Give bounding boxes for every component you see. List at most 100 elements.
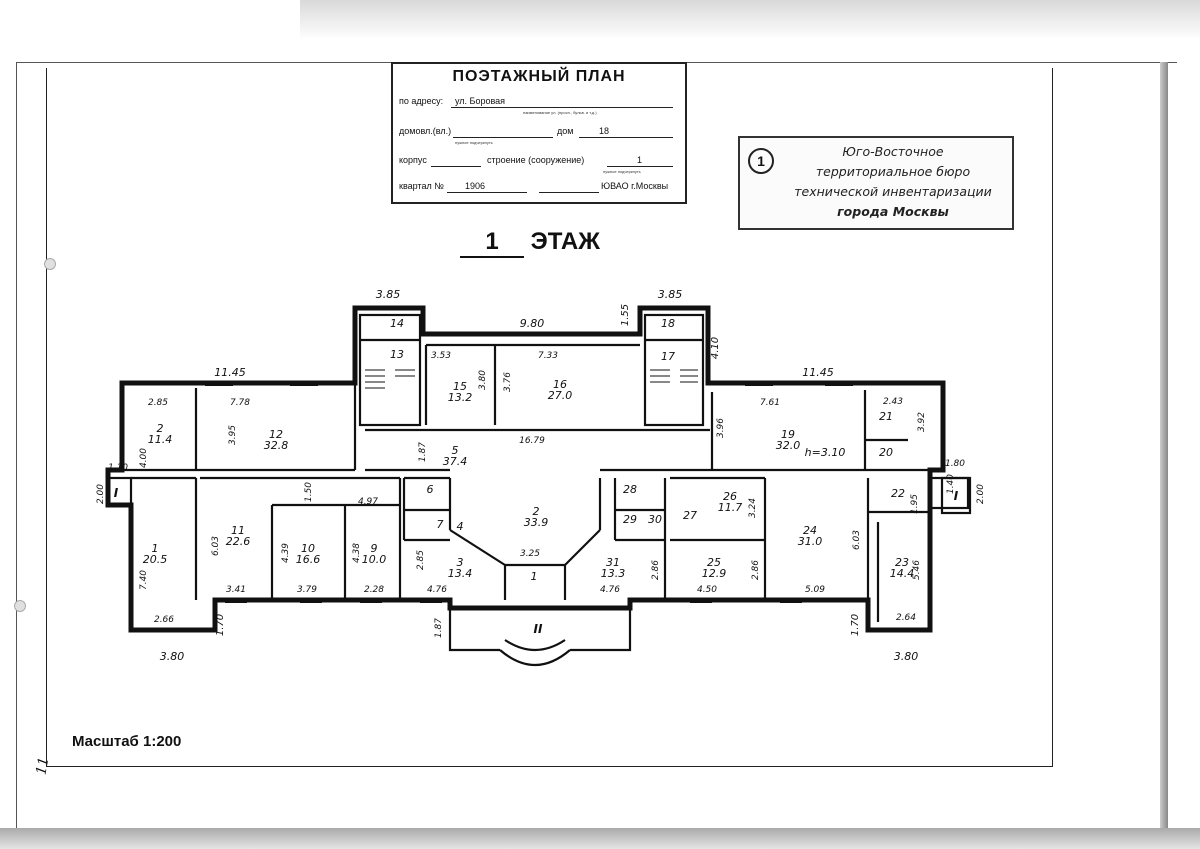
punch-hole (44, 258, 56, 270)
room-dimension: 16.79 (519, 436, 545, 446)
room-dimension: 4.38 (352, 543, 362, 563)
room-number: 20 (879, 446, 893, 459)
room-number: 11 (231, 524, 245, 537)
room-dimension: 5.09 (805, 585, 825, 595)
dim-left-porch-depth: 2.00 (96, 484, 106, 504)
stamp-number: 1 (748, 148, 774, 174)
dim-right-stair: 3.85 (658, 288, 683, 301)
room-dimension: 2.64 (896, 613, 916, 623)
room-area: 33.9 (524, 516, 549, 529)
district-value: ЮВАО г.Москвы (601, 181, 669, 191)
room-number: 28 (623, 483, 637, 496)
room-number: 3 (457, 556, 464, 569)
house-label: домовл.(вл.) (399, 126, 452, 136)
quarter-underline (447, 192, 527, 193)
room-number: 14 (390, 317, 404, 330)
stamp-line-3: технической инвентаризации (794, 184, 992, 199)
room-number: 22 (891, 487, 905, 500)
floor-number: 1 (460, 228, 524, 258)
room-number: 6 (427, 483, 434, 496)
room-area: 16.6 (296, 553, 321, 566)
address-label: по адресу: (399, 96, 444, 106)
room-dimension: 2.28 (364, 585, 384, 595)
room-area: 10.0 (362, 553, 387, 566)
sheet-bottom-edge (0, 828, 1200, 849)
room-area: 14.4 (890, 567, 915, 580)
room-dimension: 3.80 (478, 370, 488, 390)
dim-right-wing: 11.45 (802, 366, 834, 379)
room-dimension: 6.03 (852, 530, 862, 550)
room-number: 26 (723, 490, 737, 503)
room-number: 31 (606, 556, 620, 569)
address-underline (451, 107, 673, 108)
exterior-walls (105, 305, 946, 633)
dim-right-stair-offset: 4.10 (710, 337, 721, 359)
entrance-mark: II (534, 622, 543, 636)
room-dimension: 1.50 (304, 482, 314, 502)
room-dimension: 4.00 (139, 448, 149, 468)
stamp-line-4: города Москвы (837, 204, 949, 219)
room-area: 13.4 (448, 567, 473, 580)
room-number: 21 (879, 410, 893, 423)
room-dimension: 2.85 (416, 550, 426, 570)
room-dimension: 7.61 (760, 398, 780, 408)
room-dimension: 3.41 (226, 585, 246, 595)
room-dimension: 4.76 (600, 585, 620, 595)
room-dimension: 7.33 (538, 351, 558, 361)
room-number: 13 (390, 348, 404, 361)
room-dimension: 4.76 (427, 585, 447, 595)
room-number: 2 (157, 422, 164, 435)
district-underline (539, 192, 599, 193)
dim-right-porch-depth: 2.00 (976, 484, 986, 504)
window-marks (205, 381, 853, 603)
stamp-line-2: территориальное бюро (815, 164, 971, 179)
room-dimension: 7.78 (230, 398, 250, 408)
room-area: 12.9 (702, 567, 727, 580)
room-number: 5 (452, 444, 459, 457)
scale-label: Масштаб 1:200 (72, 733, 182, 750)
structure-value: 1 (637, 155, 643, 165)
room-dimension: 7.40 (139, 570, 149, 590)
bti-stamp: 1 Юго-Восточное территориальное бюро тех… (738, 136, 1014, 230)
dim-left-stair: 3.85 (376, 288, 401, 301)
room-number: 27 (683, 509, 697, 522)
title-block: ПОЭТАЖНЫЙ ПЛАН по адресу: ул. Боровая на… (391, 62, 687, 204)
sheet-fold (1160, 62, 1168, 832)
room-dimension: 3.79 (297, 585, 317, 595)
ceiling-height: h=3.10 (805, 446, 846, 459)
structure-label: строение (сооружение) (487, 155, 585, 165)
room-dimension: 2.43 (883, 397, 903, 407)
dim-left-bottom-offset: 1.70 (215, 614, 226, 636)
room-number: 10 (301, 542, 315, 555)
entrance-mark: I (954, 489, 959, 503)
room-number: 25 (707, 556, 721, 569)
floor-title: 1 ЭТАЖ (460, 228, 600, 258)
room-number: 19 (781, 428, 795, 441)
room-dimension: 3.25 (520, 549, 540, 559)
scan-shadow (300, 0, 1200, 40)
room-area: 11.4 (148, 433, 173, 446)
structure-underline (607, 166, 673, 167)
dim-left-wing: 11.45 (214, 366, 246, 379)
dim-left-bottom: 3.80 (160, 650, 185, 663)
dim-right-bottom: 3.80 (894, 650, 919, 663)
dim-left-porch-width: 1.10 (108, 463, 128, 473)
room-area: 13.2 (448, 391, 473, 404)
room-number: 17 (661, 350, 675, 363)
dom-value: 18 (599, 126, 610, 136)
quarter-value: 1906 (465, 181, 486, 191)
stamp-line-1: Юго-Восточное (842, 144, 944, 159)
room-dimension: 5.46 (912, 560, 922, 580)
room-dimension: 3.92 (917, 412, 927, 432)
dom-label: дом (557, 126, 574, 136)
punch-hole (14, 600, 26, 612)
structure-hint: нужное подчеркнуть (603, 169, 641, 174)
room-dimension: 3.76 (503, 372, 513, 392)
room-number: 12 (269, 428, 283, 441)
drawing-frame (46, 68, 1053, 767)
quarter-label: квартал № (399, 181, 444, 191)
room-dimension: 1.95 (910, 494, 920, 514)
room-dimension: 3.53 (431, 351, 451, 361)
corner-mark: 11 (33, 755, 53, 777)
